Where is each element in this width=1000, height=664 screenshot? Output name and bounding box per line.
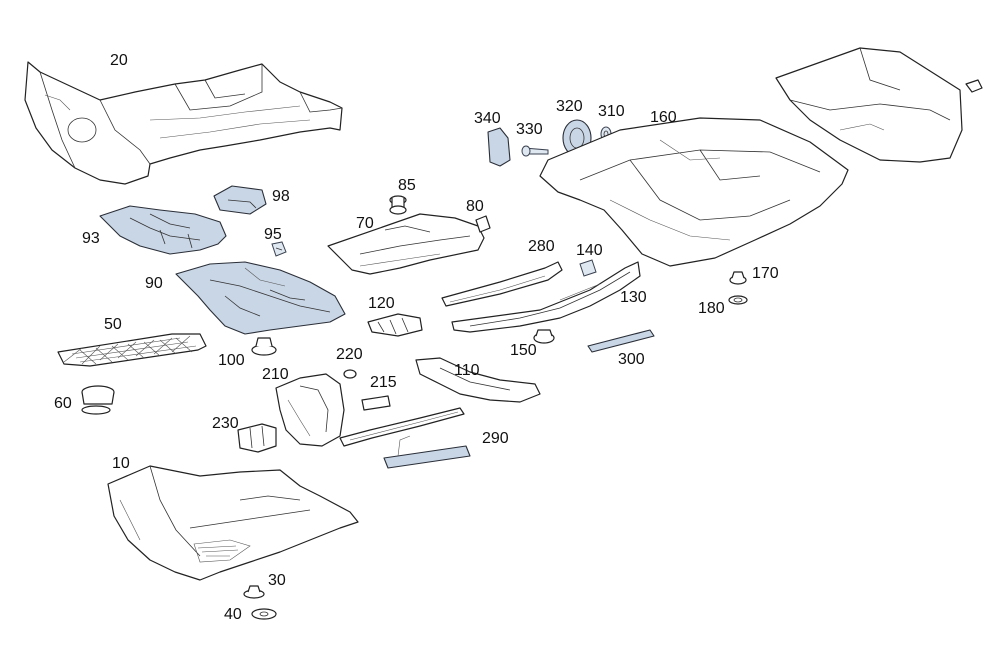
part-150-nut[interactable] [533, 329, 555, 344]
part-30-nut[interactable] [243, 585, 265, 599]
label-280: 280 [528, 238, 555, 255]
label-30: 30 [268, 572, 286, 589]
label-150: 150 [510, 342, 537, 359]
part-60-fastener[interactable] [81, 385, 115, 415]
label-98: 98 [272, 188, 290, 205]
label-90: 90 [145, 275, 163, 292]
part-10-front-carpet[interactable] [107, 465, 359, 581]
label-130: 130 [620, 289, 647, 306]
label-310: 310 [598, 103, 625, 120]
label-60: 60 [54, 395, 72, 412]
part-sill-trim[interactable] [339, 407, 465, 447]
label-10: 10 [112, 455, 130, 472]
part-rear-floor-carpet[interactable] [775, 47, 983, 163]
label-20: 20 [110, 52, 128, 69]
label-95: 95 [264, 226, 282, 243]
part-70-panel[interactable] [327, 213, 485, 275]
label-230: 230 [212, 415, 239, 432]
part-170-nut[interactable] [729, 271, 747, 285]
part-210-side-panel[interactable] [275, 373, 345, 447]
part-160-floor-panel[interactable] [539, 117, 849, 267]
part-110-trim[interactable] [415, 357, 541, 403]
label-290: 290 [482, 430, 509, 447]
part-340-cover[interactable] [487, 127, 511, 167]
label-100: 100 [218, 352, 245, 369]
part-230-bracket[interactable] [237, 423, 277, 453]
part-120-bracket[interactable] [367, 313, 423, 337]
part-280-sill-strip[interactable] [441, 261, 563, 307]
label-93: 93 [82, 230, 100, 247]
label-320: 320 [556, 98, 583, 115]
label-110: 110 [454, 362, 480, 379]
label-140: 140 [576, 242, 603, 259]
label-215: 215 [370, 374, 397, 391]
label-85: 85 [398, 177, 416, 194]
part-100-nut[interactable] [251, 337, 277, 356]
part-80-clip[interactable] [475, 215, 491, 233]
label-180: 180 [698, 300, 725, 317]
part-290-sill-plate[interactable] [383, 435, 471, 469]
part-220-nut[interactable] [343, 369, 357, 379]
part-90-insulation[interactable] [175, 261, 346, 335]
part-140-clip[interactable] [579, 259, 597, 277]
part-98-pad[interactable] [213, 185, 267, 215]
label-160: 160 [650, 109, 677, 126]
label-300: 300 [618, 351, 645, 368]
label-340: 340 [474, 110, 501, 127]
label-330: 330 [516, 121, 543, 138]
label-80: 80 [466, 198, 484, 215]
part-95-clip[interactable] [271, 241, 287, 257]
part-330-bolt[interactable] [521, 145, 549, 157]
label-120: 120 [368, 295, 395, 312]
part-93-insulation[interactable] [99, 205, 227, 255]
part-85-nut[interactable] [389, 195, 407, 215]
part-180-washer[interactable] [728, 295, 748, 305]
part-300-trim-strip[interactable] [587, 329, 655, 353]
label-220: 220 [336, 346, 363, 363]
part-20-front-carpet[interactable] [24, 61, 343, 185]
label-170: 170 [752, 265, 779, 282]
label-70: 70 [356, 215, 374, 232]
part-130-sill-panel[interactable] [451, 261, 641, 333]
part-215-label[interactable] [361, 395, 391, 411]
label-40: 40 [224, 606, 242, 623]
label-210: 210 [262, 366, 289, 383]
part-50-grid-mat[interactable] [57, 333, 207, 367]
part-40-washer[interactable] [251, 608, 277, 620]
label-50: 50 [104, 316, 122, 333]
